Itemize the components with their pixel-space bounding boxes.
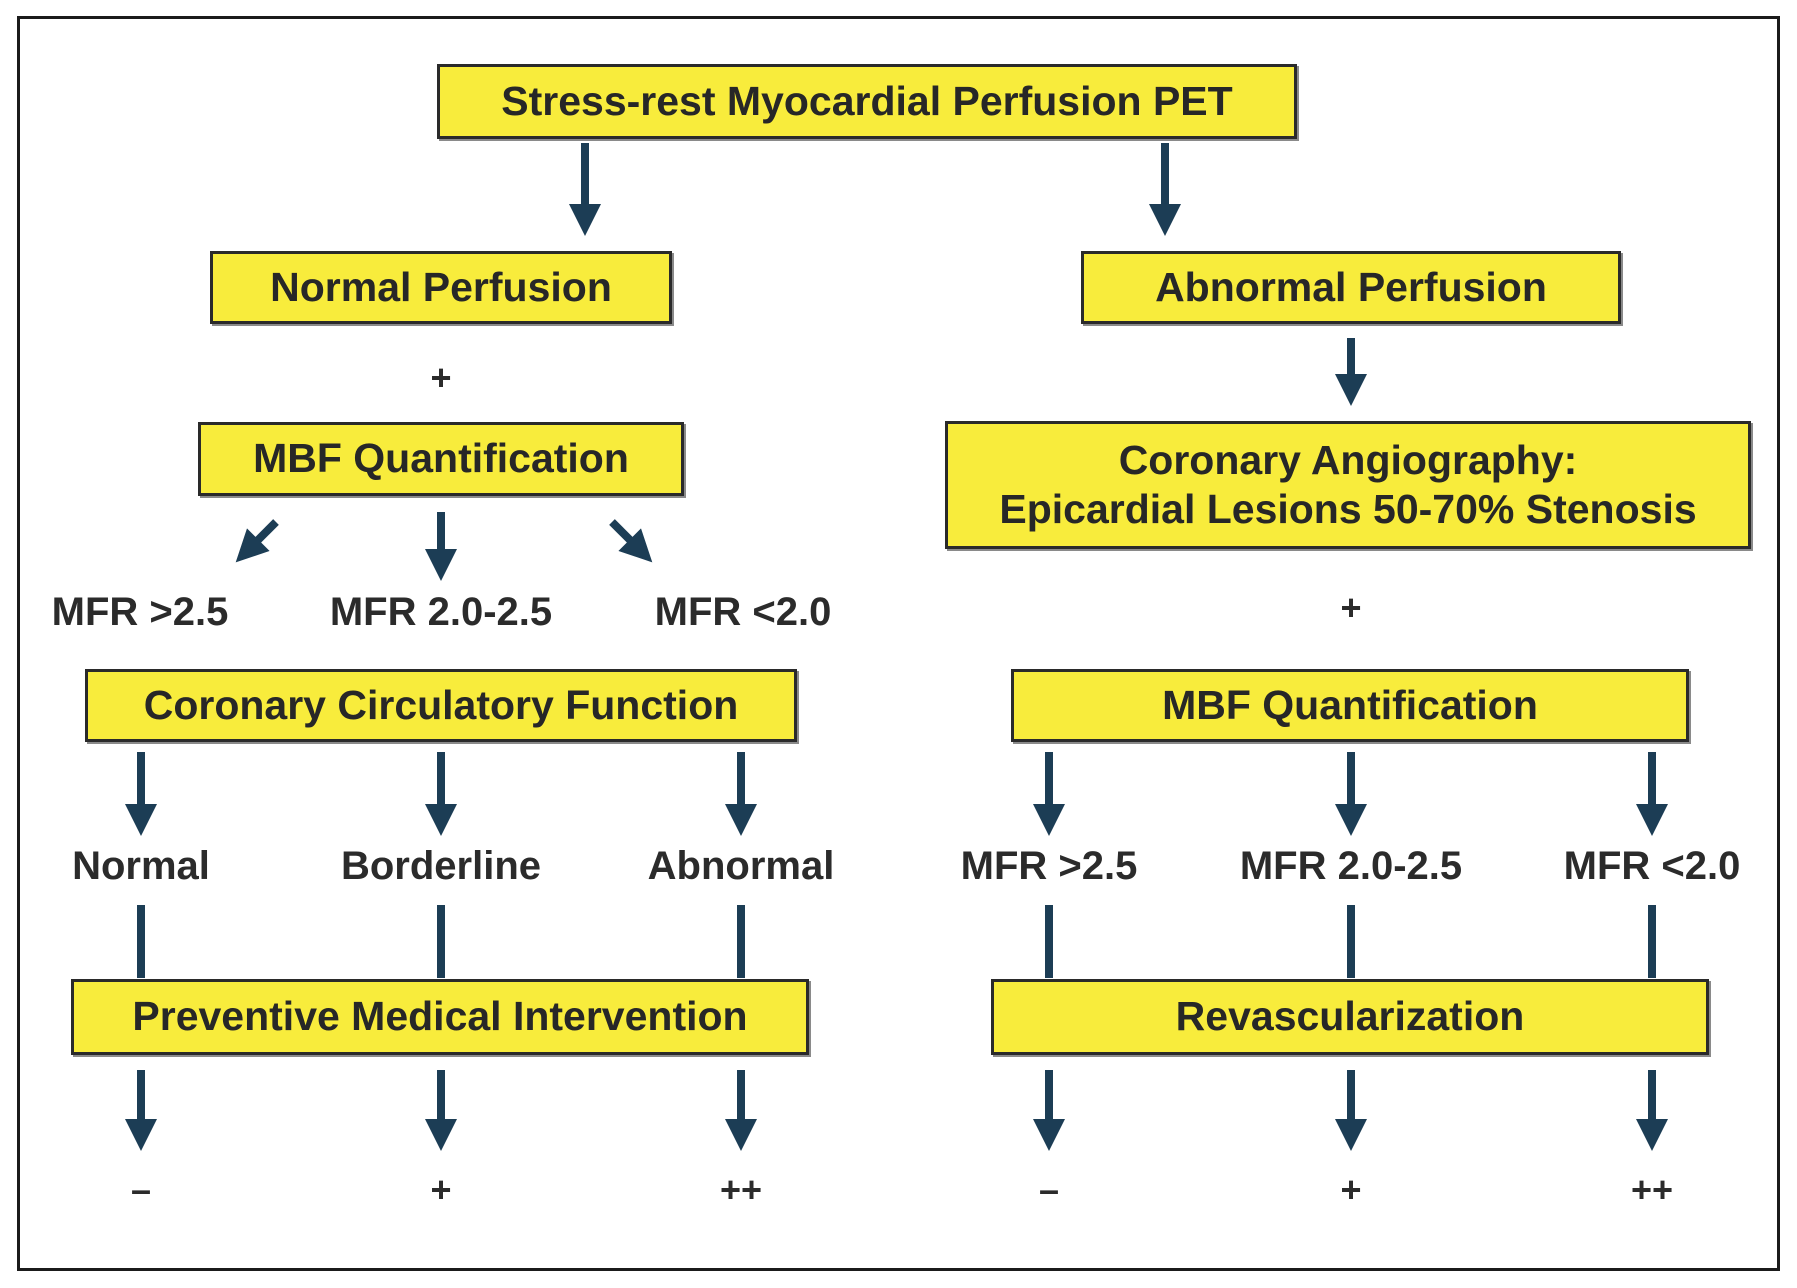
normal-perfusion-label: Normal Perfusion [270,263,612,310]
outcome-abnormal: Abnormal [647,844,835,888]
coronary-angiography-box: Coronary Angiography: Epicardial Lesions… [945,421,1751,549]
left-mfr-mid: MFR 2.0-2.5 [329,590,553,634]
left-mbf-quant-label: MBF Quantification [253,435,629,482]
right-mfr-high: MFR >2.5 [960,844,1138,888]
right-mfr-low: MFR <2.0 [1563,844,1741,888]
revascularization-label: Revascularization [1175,993,1525,1040]
revascularization-box: Revascularization [991,979,1709,1055]
right-level-3: ++ [1630,1169,1674,1210]
outcome-borderline: Borderline [340,844,542,888]
right-mfr-mid: MFR 2.0-2.5 [1239,844,1463,888]
left-mfr-high: MFR >2.5 [51,590,229,634]
pet-title-box: Stress-rest Myocardial Perfusion PET [437,64,1297,139]
preventive-intervention-label: Preventive Medical Intervention [132,993,748,1040]
outcome-normal: Normal [72,844,210,888]
pet-title: Stress-rest Myocardial Perfusion PET [501,77,1233,124]
left-level-3: ++ [719,1169,763,1210]
coronary-circulatory-function-label: Coronary Circulatory Function [143,681,739,728]
coronary-circulatory-function-box: Coronary Circulatory Function [85,669,797,742]
normal-perfusion-box: Normal Perfusion [210,251,672,324]
left-level-2: + [430,1169,452,1210]
left-mfr-low: MFR <2.0 [654,590,832,634]
preventive-intervention-box: Preventive Medical Intervention [71,979,809,1055]
angiography-detail: Epicardial Lesions 50-70% Stenosis [999,486,1697,532]
abnormal-perfusion-label: Abnormal Perfusion [1155,263,1547,310]
right-level-1: – [1038,1169,1060,1210]
arrow-left-mfr-high [235,519,279,563]
abnormal-perfusion-box: Abnormal Perfusion [1081,251,1621,324]
angiography-title: Coronary Angiography: [1118,436,1578,483]
right-mbf-quant-box: MBF Quantification [1011,669,1689,742]
arrow-left-mfr-low [609,519,653,563]
left-mbf-quant-box: MBF Quantification [198,422,684,496]
right-mbf-quant-label: MBF Quantification [1162,681,1538,728]
diagram-frame [17,16,1780,1271]
left-plus-sign: + [430,357,452,398]
right-plus-sign: + [1340,587,1362,628]
left-level-1: – [130,1169,152,1210]
right-level-2: + [1340,1169,1362,1210]
